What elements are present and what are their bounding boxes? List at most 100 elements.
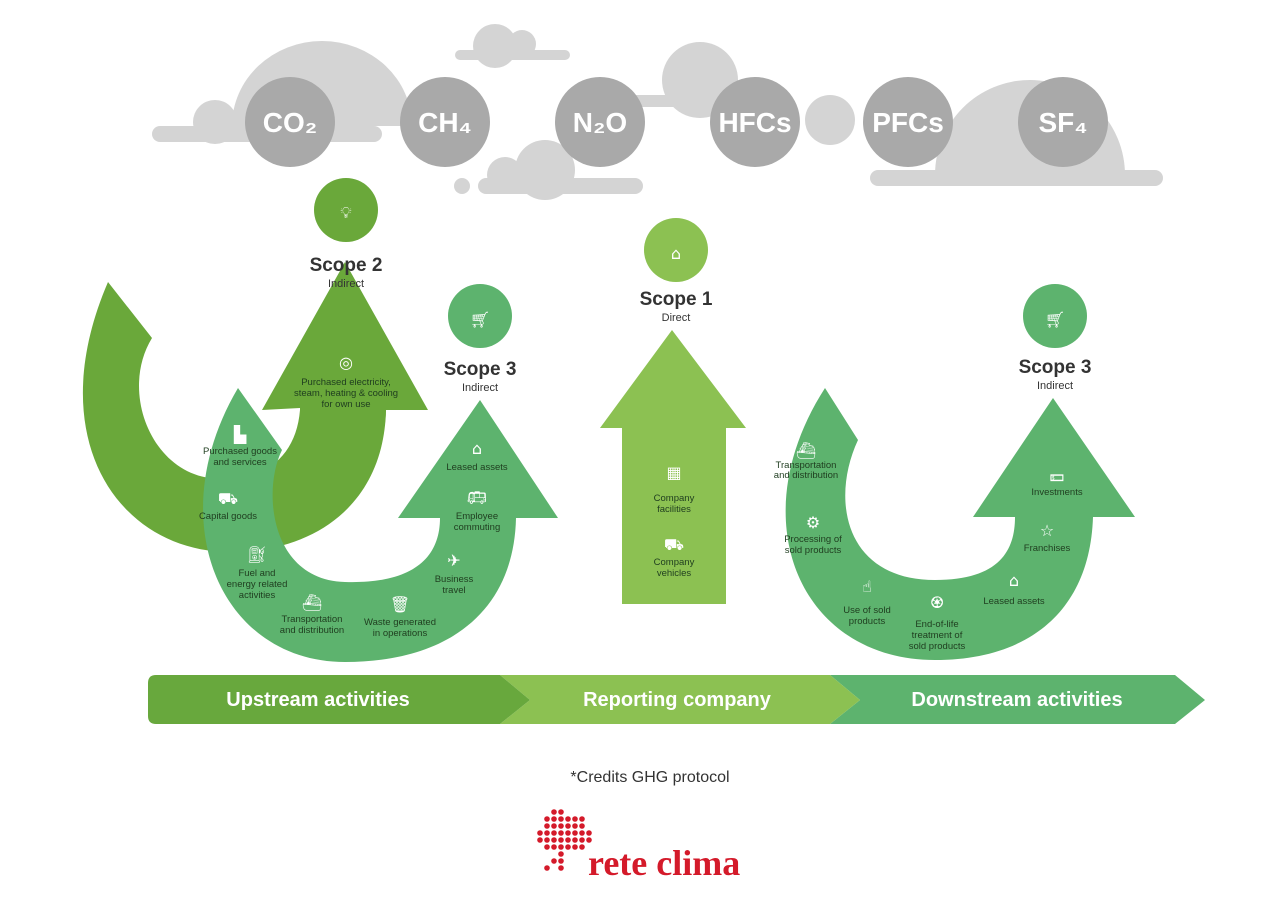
logo-dot bbox=[558, 851, 564, 857]
label-line: commuting bbox=[454, 522, 500, 533]
logo-dot bbox=[544, 823, 550, 829]
logo-dot bbox=[558, 816, 564, 822]
rete-clima-logo: rete clima bbox=[537, 809, 740, 883]
label-line: Employee bbox=[456, 511, 498, 522]
logo-dot bbox=[586, 830, 592, 836]
upstream-segment bbox=[148, 675, 530, 724]
logo-dot bbox=[572, 816, 578, 822]
scope2-arrowhead bbox=[262, 262, 428, 478]
label-line: activities bbox=[239, 590, 276, 601]
scope3-downstream-title: Scope 3 bbox=[1019, 357, 1092, 378]
logo-dot bbox=[544, 830, 550, 836]
logo-dot bbox=[551, 844, 557, 850]
bus-icon: 🚌︎ bbox=[467, 488, 487, 507]
label-line: travel bbox=[442, 585, 465, 596]
list-item: ▙ Purchased goods and services bbox=[203, 425, 277, 468]
downstream-label: Downstream activities bbox=[911, 689, 1122, 711]
list-item: ⚙ Processing of sold products bbox=[784, 513, 842, 556]
credits-text: *Credits GHG protocol bbox=[570, 769, 729, 786]
money-chart-icon: 💵︎ bbox=[1050, 466, 1064, 485]
label-line: in operations bbox=[373, 628, 428, 639]
list-item: ♼ End-of-life treatment of sold products bbox=[909, 593, 966, 652]
list-item: ⌂ Leased assets bbox=[983, 571, 1045, 607]
label-line: sold products bbox=[909, 641, 966, 652]
logo-dot bbox=[579, 823, 585, 829]
label-line: Transportation bbox=[776, 460, 837, 471]
activity-bar: Upstream activities Reporting company Do… bbox=[148, 675, 1205, 724]
label-line: steam, heating & cooling bbox=[294, 388, 398, 399]
label-line: Purchased goods bbox=[203, 446, 277, 457]
label-line: Capital goods bbox=[199, 511, 257, 522]
gas-sf4: SF₄ bbox=[1038, 107, 1087, 138]
list-item: 💵︎ Investments bbox=[1031, 466, 1082, 498]
gas-n2o: N₂O bbox=[573, 107, 627, 138]
scope1-items: ▦ Company facilities ⛟ Company vehicles bbox=[654, 463, 695, 579]
scope3-downstream-subtitle: Indirect bbox=[1037, 380, 1073, 392]
scope3-downstream-arrow bbox=[785, 388, 1135, 660]
label-line: facilities bbox=[657, 504, 691, 515]
label-line: End-of-life bbox=[915, 619, 958, 630]
logo-dot bbox=[537, 837, 543, 843]
label-line: Leased assets bbox=[446, 462, 508, 473]
logo-dot bbox=[551, 816, 557, 822]
list-item: ⛟ Company vehicles bbox=[654, 535, 695, 579]
scope2-item: ◎ Purchased electricity, steam, heating … bbox=[294, 353, 398, 410]
label-line: energy related bbox=[227, 579, 288, 590]
logo-text: rete clima bbox=[588, 843, 740, 883]
trash-icon: 🗑︎ bbox=[390, 595, 410, 614]
logo-dot bbox=[558, 809, 564, 815]
airplane-icon: ✈ bbox=[447, 551, 460, 570]
logo-dot bbox=[572, 830, 578, 836]
label-line: Business bbox=[435, 574, 474, 585]
logo-dot bbox=[558, 858, 564, 864]
gas-ch4: CH₄ bbox=[418, 107, 472, 138]
scope2-subtitle: Indirect bbox=[328, 278, 364, 290]
logo-dot bbox=[551, 823, 557, 829]
house-icon: ⌂ bbox=[1009, 571, 1019, 590]
list-item: ⛽︎ Fuel and energy related activities bbox=[227, 545, 288, 601]
logo-dot bbox=[579, 837, 585, 843]
label-line: Waste generated bbox=[364, 617, 436, 628]
label-line: Use of sold bbox=[843, 605, 891, 616]
logo-dot bbox=[551, 837, 557, 843]
logo-dot bbox=[558, 837, 564, 843]
label-line: Company bbox=[654, 493, 695, 504]
label-line: and services bbox=[213, 457, 267, 468]
list-item: ☝︎ Use of sold products bbox=[843, 577, 891, 627]
logo-dot bbox=[558, 844, 564, 850]
logo-dot bbox=[579, 816, 585, 822]
label-line: Investments bbox=[1031, 487, 1082, 498]
label-line: Transportation bbox=[282, 614, 343, 625]
list-item: ✈ Business travel bbox=[435, 551, 474, 596]
logo-dot bbox=[565, 844, 571, 850]
scope3-downstream-header: 🛒︎ Scope 3 Indirect bbox=[1019, 284, 1092, 392]
label-line: and distribution bbox=[280, 625, 344, 636]
shopping-cart-icon: 🛒︎ bbox=[1045, 310, 1065, 329]
logo-dot bbox=[544, 865, 550, 871]
tractor-icon: ⛟ bbox=[218, 489, 238, 508]
scope3-upstream-header: 🛒︎ Scope 3 Indirect bbox=[444, 284, 516, 394]
ship-icon: ⛴︎ bbox=[302, 593, 322, 612]
logo-dot bbox=[586, 837, 592, 843]
list-item: 🗑︎ Waste generated in operations bbox=[364, 595, 436, 639]
list-item: ⛟ Capital goods bbox=[199, 489, 257, 522]
label-line: products bbox=[849, 616, 886, 627]
scope1-title: Scope 1 bbox=[640, 289, 713, 310]
star-icon: ☆ bbox=[1040, 521, 1054, 540]
scope3-upstream-items: ▙ Purchased goods and services ⛟ Capital… bbox=[199, 425, 508, 639]
truck-icon: ⛟ bbox=[664, 535, 684, 554]
label-line: sold products bbox=[785, 545, 842, 556]
list-item: ⌂ Leased assets bbox=[446, 439, 508, 473]
lightbulb-icon: 💡︎ bbox=[340, 203, 351, 222]
list-item: ▦ Company facilities bbox=[654, 463, 695, 515]
scope1-header: ⌂ Scope 1 Direct bbox=[640, 218, 713, 324]
downstream-segment bbox=[830, 675, 1205, 724]
gas-hfcs: HFCs bbox=[718, 107, 791, 138]
logo-dot bbox=[579, 844, 585, 850]
scope1-subtitle: Direct bbox=[662, 312, 691, 324]
logo-dot bbox=[572, 844, 578, 850]
building-icon: ⌂ bbox=[671, 244, 681, 263]
gas-circles: CO₂ CH₄ N₂O HFCs PFCs SF₄ bbox=[245, 77, 1108, 167]
house-icon: ⌂ bbox=[472, 439, 482, 458]
